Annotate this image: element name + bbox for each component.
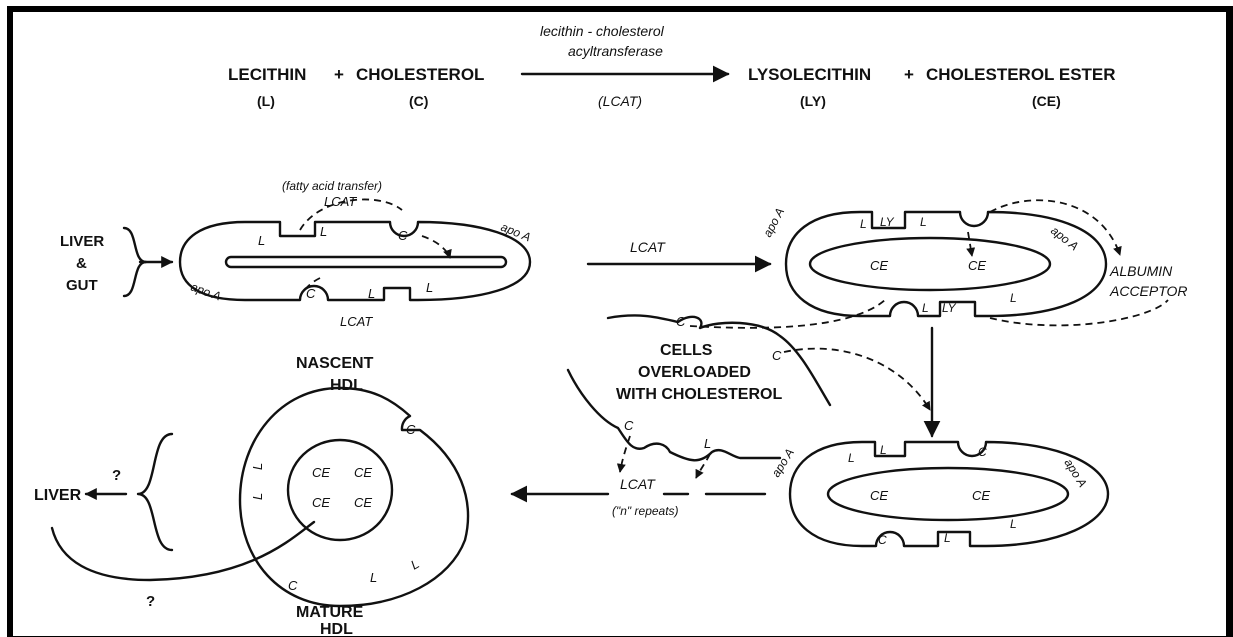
step-lcat-label: LCAT xyxy=(630,239,666,255)
nascent-lcat-top: LCAT xyxy=(324,194,357,209)
enzyme-abbr: (LCAT) xyxy=(598,93,642,109)
fatty-acid-transfer-label: (fatty acid transfer) xyxy=(282,179,382,193)
hdl1-ce-2: CE xyxy=(968,258,986,273)
nascent-l-2: L xyxy=(320,224,327,239)
hdl2-c-1: C xyxy=(978,445,987,459)
cells-line-3: WITH CHOLESTEROL xyxy=(616,386,782,403)
reactant-cholesterol: CHOLESTEROL xyxy=(356,65,484,84)
nascent-l-3: L xyxy=(368,286,375,301)
mature-l-3: L xyxy=(370,570,377,585)
mature-caption-1: MATURE xyxy=(296,604,364,621)
source-amp: & xyxy=(76,255,87,272)
hdl1-l-1: L xyxy=(860,217,867,231)
mature-c-2: C xyxy=(288,578,298,593)
cell-c-3: C xyxy=(624,418,634,433)
cell-c-2: C xyxy=(772,348,782,363)
hdl2-c-2: C xyxy=(878,533,887,547)
cells-line-1: CELLS xyxy=(660,342,713,359)
repeat-note: ("n" repeats) xyxy=(612,504,679,518)
plus-sign: + xyxy=(334,65,344,84)
plus-sign-2: + xyxy=(904,65,914,84)
mature-ce-1: CE xyxy=(312,465,330,480)
enzyme-name-line1: lecithin - cholesterol xyxy=(540,23,665,39)
mature-l-1: L xyxy=(250,463,265,470)
source-gut: GUT xyxy=(66,277,98,294)
mature-c-1: C xyxy=(406,422,416,437)
hdl1-l-4: L xyxy=(1010,291,1017,305)
hdl1-l-2: L xyxy=(920,215,927,229)
hdl2-ce-1: CE xyxy=(870,488,888,503)
source-liver: LIVER xyxy=(60,233,104,250)
hdl2-l-2: L xyxy=(880,443,887,457)
hdl2-l-4: L xyxy=(1010,517,1017,531)
nascent-l-1: L xyxy=(258,233,265,248)
liver-question-2: ? xyxy=(146,593,155,610)
product-cholesterol-ester: CHOLESTEROL ESTER xyxy=(926,65,1116,84)
enzyme-name-line2: acyltransferase xyxy=(568,43,663,59)
nascent-c-1: C xyxy=(398,228,408,243)
hdl1-ly-2: LY xyxy=(942,301,957,315)
hdl1-ly-1: LY xyxy=(880,215,895,229)
product-lysolecithin: LYSOLECITHIN xyxy=(748,65,871,84)
mature-ce-2: CE xyxy=(354,465,372,480)
mature-ce-3: CE xyxy=(312,495,330,510)
hdl2-ce-2: CE xyxy=(972,488,990,503)
nascent-c-2: C xyxy=(306,286,316,301)
albumin-line-1: ALBUMIN xyxy=(1109,263,1173,279)
liver-output-label: LIVER xyxy=(34,487,82,504)
hdl2-l-1: L xyxy=(848,451,855,465)
repeat-lcat: LCAT xyxy=(620,476,656,492)
abbr-ce: (CE) xyxy=(1032,93,1061,109)
abbr-c: (C) xyxy=(409,93,428,109)
nascent-lcat-bottom: LCAT xyxy=(340,314,373,329)
mature-ce-4: CE xyxy=(354,495,372,510)
albumin-line-2: ACCEPTOR xyxy=(1109,283,1188,299)
nascent-caption-2: HDL xyxy=(330,377,363,394)
hdl1-ce-1: CE xyxy=(870,258,888,273)
cell-c-1: C xyxy=(676,314,686,329)
mature-l-2: L xyxy=(250,493,265,500)
abbr-ly: (LY) xyxy=(800,93,826,109)
nascent-l-4: L xyxy=(426,280,433,295)
hdl2-l-3: L xyxy=(944,531,951,545)
cells-line-2: OVERLOADED xyxy=(638,364,751,381)
nascent-caption-1: NASCENT xyxy=(296,355,374,372)
hdl1-l-3: L xyxy=(922,301,929,315)
reactant-lecithin: LECITHIN xyxy=(228,65,306,84)
liver-question-1: ? xyxy=(112,467,121,484)
cell-l-1: L xyxy=(704,436,711,451)
mature-caption-2: HDL xyxy=(320,621,353,637)
abbr-l: (L) xyxy=(257,93,275,109)
